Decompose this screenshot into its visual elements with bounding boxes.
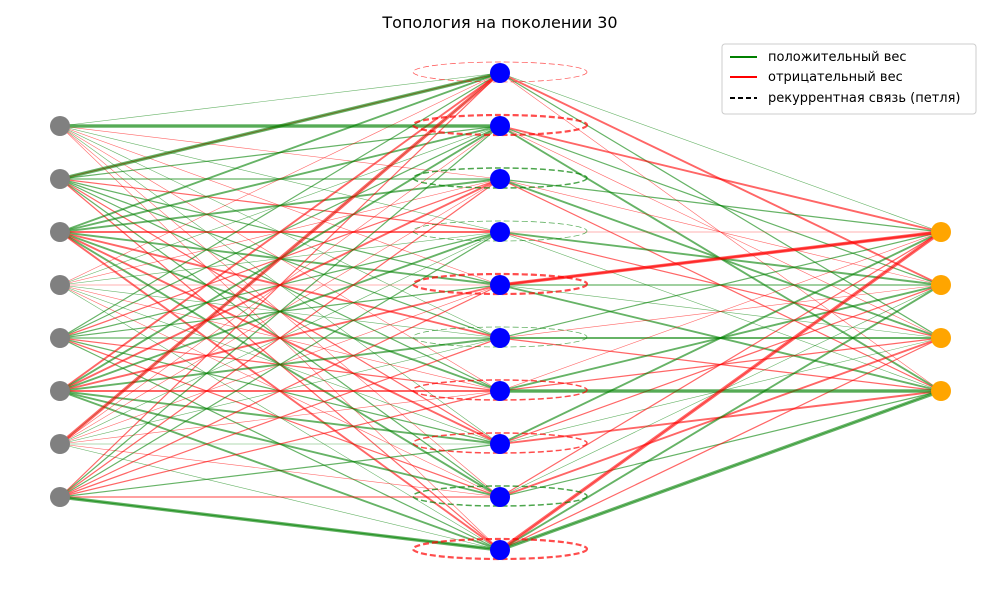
strong-edge-7 [58, 71, 502, 446]
strong-edge-2 [59, 495, 501, 552]
recurrent-loop-hidden-4 [411, 272, 589, 296]
recurrent-loop-hidden-6 [412, 379, 588, 401]
edge-hidden-5-output-0 [499, 231, 942, 339]
legend: положительный вес отрицательный вес реку… [721, 43, 977, 115]
edge-hidden-8-output-0 [499, 231, 942, 498]
edge-hidden-9-output-1 [499, 284, 942, 551]
legend-box [721, 43, 977, 115]
recurrent-loop-hidden-1 [411, 113, 589, 137]
output-node-3 [931, 381, 951, 401]
edge-hidden-2-output-0 [499, 178, 942, 233]
edge-input-7-hidden-0 [59, 72, 501, 498]
edge-input-3-hidden-0 [59, 72, 501, 286]
recurrent-loop-hidden-3 [412, 220, 588, 242]
edge-input-7-hidden-4 [59, 284, 501, 498]
hidden-node-9 [490, 540, 510, 560]
edge-hidden-0-output-0 [499, 72, 942, 233]
edge-input-7-hidden-1 [59, 125, 501, 498]
legend-recurrent-label: рекуррентная связь (петля) [768, 91, 960, 106]
recurrent-loop-hidden-2 [412, 167, 588, 189]
edge-input-2-hidden-0 [59, 72, 501, 233]
recurrent-loop-hidden-9 [411, 537, 589, 561]
hidden-node-3 [490, 222, 510, 242]
output-node-1 [931, 275, 951, 295]
hidden-node-8 [490, 487, 510, 507]
input-node-3 [50, 275, 70, 295]
hidden-node-1 [490, 116, 510, 136]
edge-input-7-hidden-2 [59, 178, 501, 498]
recurrent-loop-hidden-5 [412, 326, 588, 348]
input-node-5 [50, 381, 70, 401]
hidden-node-2 [490, 169, 510, 189]
hidden-node-5 [490, 328, 510, 348]
input-node-1 [50, 169, 70, 189]
recurrent-loop-hidden-8 [412, 485, 588, 507]
edge-input-7-hidden-7 [59, 443, 501, 498]
strong-edge-3 [499, 230, 942, 287]
input-node-2 [50, 222, 70, 242]
hidden-node-0 [490, 63, 510, 83]
input-node-4 [50, 328, 70, 348]
edge-hidden-9-output-2 [499, 337, 942, 551]
hidden-node-4 [490, 275, 510, 295]
edge-hidden-6-output-0 [499, 231, 942, 392]
edge-input-4-hidden-0 [59, 72, 501, 339]
edges-layer [58, 71, 942, 552]
edge-input-7-hidden-3 [59, 231, 501, 498]
input-node-6 [50, 434, 70, 454]
edge-input-7-hidden-5 [59, 337, 501, 498]
recurrent-loop-hidden-0 [412, 61, 588, 83]
output-node-2 [931, 328, 951, 348]
hidden-node-7 [490, 434, 510, 454]
edge-hidden-1-output-0 [499, 125, 942, 233]
edge-input-7-hidden-6 [59, 390, 501, 498]
nodes-layer [50, 63, 951, 560]
strong-edge-6 [499, 230, 942, 552]
output-node-0 [931, 222, 951, 242]
recurrent-loop-hidden-7 [412, 432, 588, 454]
input-node-0 [50, 116, 70, 136]
strong-edge-4 [499, 389, 942, 552]
recurrent-loops-layer [411, 61, 589, 561]
strong-edge-1 [59, 71, 501, 181]
hidden-node-6 [490, 381, 510, 401]
edge-input-0-hidden-0 [59, 72, 501, 127]
figure-title: Топология на поколении 30 [381, 13, 617, 32]
edge-hidden-7-output-0 [499, 231, 942, 445]
legend-negative-label: отрицательный вес [768, 70, 903, 85]
legend-positive-label: положительный вес [768, 50, 907, 65]
input-node-7 [50, 487, 70, 507]
